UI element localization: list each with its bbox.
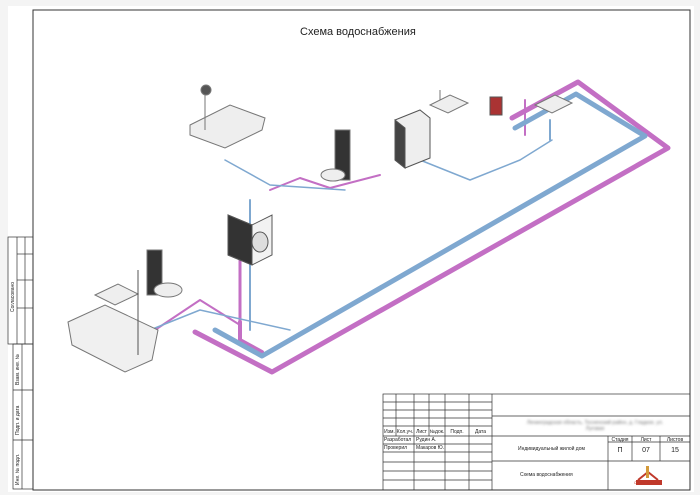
sheets-label: Листов — [666, 437, 684, 443]
sheet-value: 07 — [642, 447, 650, 454]
col-header: Кол.уч. — [396, 429, 414, 435]
col-header: Лист — [416, 429, 427, 435]
stamp-agreed: Согласовано — [10, 281, 16, 312]
kitchen-sink — [428, 90, 470, 114]
col-header: Подп. — [450, 429, 464, 435]
checker-role: Проверил — [384, 445, 408, 451]
bathtub-upper — [189, 84, 266, 149]
stamp-inv-orig: Инв. № подл. — [15, 453, 21, 485]
sink-right — [533, 94, 574, 114]
boiler — [489, 96, 503, 116]
paper — [8, 6, 694, 492]
bathtub-lower — [67, 270, 159, 373]
left-stamp — [7, 236, 34, 490]
developer-role: Разработал — [384, 437, 412, 443]
object-name: Индивидуальный жилой дом — [518, 446, 585, 452]
checker-name: Макаров Ю. — [416, 445, 445, 451]
address: Ленинградская область, Тосненский район,… — [526, 420, 664, 432]
stamp-sign-date: Подп. и дата — [15, 405, 21, 435]
toilet-lower — [146, 249, 183, 298]
col-header: №док. — [429, 429, 445, 435]
company-logo — [636, 466, 662, 485]
sheet-title: Схема водоснабжения — [520, 472, 573, 478]
col-header: Изм. — [384, 429, 395, 435]
developer-name: Рудин А. — [416, 437, 437, 443]
stamp-inv-replace: Взам. инв. № — [15, 354, 21, 385]
drawing-frame — [32, 9, 691, 491]
washing-machine — [227, 214, 273, 266]
sheets-value: 15 — [671, 447, 679, 454]
sheet-label: Лист — [640, 437, 652, 443]
toilet-upper — [320, 129, 351, 182]
title-block-grid — [382, 393, 691, 491]
stage-value: П — [617, 447, 623, 454]
dishwasher — [394, 109, 431, 170]
col-header: Дата — [474, 429, 487, 435]
page-title: Схема водоснабжения — [300, 26, 416, 38]
logo-text: САНКТ ТЕХНИК — [634, 481, 661, 485]
sink-lower — [93, 283, 140, 306]
stage-label: Стадия — [611, 437, 629, 443]
